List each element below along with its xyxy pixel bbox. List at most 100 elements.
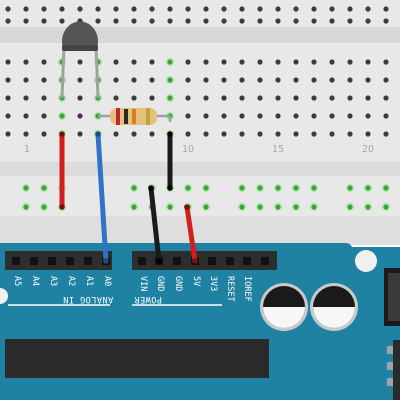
breadboard-hole	[329, 131, 335, 137]
breadboard-hole	[23, 6, 29, 12]
pin-label-a3-group: A3	[48, 276, 58, 286]
breadboard-hole	[41, 59, 47, 65]
breadboard-hole	[311, 113, 317, 119]
breadboard-hole	[113, 131, 119, 137]
pin-label-vin: VIN	[138, 276, 148, 291]
pin-label-3v3: 3V3	[208, 276, 218, 291]
breadboard-hole-connected	[183, 183, 193, 193]
breadboard-hole-connected	[381, 183, 391, 193]
breadboard-hole	[239, 77, 245, 83]
breadboard-hole	[275, 113, 281, 119]
breadboard-hole	[347, 113, 353, 119]
breadboard-hole	[185, 131, 191, 137]
breadboard-hole	[275, 6, 281, 12]
breadboard-hole	[275, 59, 281, 65]
column-number-20: 20	[362, 144, 374, 155]
breadboard-hole	[383, 131, 389, 137]
header-socket	[138, 257, 146, 265]
pin-label-a2-group: A2	[66, 276, 76, 286]
pin-label-gnd-2: GND	[173, 276, 183, 291]
bottom-rail-area	[0, 216, 400, 245]
breadboard-hole-connected	[165, 93, 175, 103]
breadboard-hole	[275, 131, 281, 137]
column-numbers: 1 10 15 20	[24, 144, 374, 155]
breadboard-hole	[41, 131, 47, 137]
breadboard-hole	[5, 59, 11, 65]
breadboard-hole	[95, 6, 101, 12]
pin-label-a4: A4	[30, 276, 40, 286]
breadboard-hole	[275, 18, 281, 24]
resistor-band	[146, 108, 150, 125]
breadboard-hole	[329, 77, 335, 83]
breadboard-hole	[293, 113, 299, 119]
pin-label-a5: A5	[12, 276, 22, 286]
breadboard-hole	[257, 77, 263, 83]
breadboard-hole	[5, 95, 11, 101]
breadboard-hole	[131, 95, 137, 101]
breadboard-hole	[59, 6, 65, 12]
breadboard-hole-connected	[273, 183, 283, 193]
breadboard-hole-connected	[381, 202, 391, 212]
breadboard-hole	[131, 18, 137, 24]
header-socket	[84, 257, 92, 265]
resistor-icon	[98, 108, 172, 125]
breadboard-hole	[185, 6, 191, 12]
breadboard-hole	[383, 18, 389, 24]
breadboard-hole	[383, 6, 389, 12]
breadboard-hole	[221, 18, 227, 24]
thermistor-leg-left	[60, 45, 66, 99]
breadboard-hole	[365, 113, 371, 119]
breadboard-hole	[113, 77, 119, 83]
header-socket	[243, 257, 251, 265]
breadboard-hole	[257, 18, 263, 24]
breadboard-hole	[185, 59, 191, 65]
breadboard-hole	[347, 95, 353, 101]
analog-header	[5, 251, 112, 270]
breadboard-hole-connected	[255, 202, 265, 212]
breadboard-hole	[383, 59, 389, 65]
pin-label-a0: A0	[102, 276, 112, 286]
pin-label-a2: A2	[66, 276, 76, 286]
breadboard-hole	[149, 18, 155, 24]
breadboard-hole	[275, 95, 281, 101]
breadboard-hole	[131, 131, 137, 137]
blue-wire-a0	[95, 131, 109, 264]
breadboard-hole	[293, 59, 299, 65]
breadboard-hole	[149, 6, 155, 12]
usb-connector-inner	[388, 273, 400, 321]
breadboard-hole	[365, 6, 371, 12]
breadboard-hole	[257, 113, 263, 119]
breadboard-hole-connected	[21, 183, 31, 193]
breadboard-hole	[131, 6, 137, 12]
breadboard-hole	[167, 6, 173, 12]
wire-end	[156, 258, 162, 264]
breadboard-hole	[185, 77, 191, 83]
breadboard-hole	[203, 95, 209, 101]
breadboard-hole	[329, 113, 335, 119]
breadboard-hole-connected	[57, 111, 67, 121]
breadboard-hole	[185, 113, 191, 119]
breadboard-hole-connected	[201, 202, 211, 212]
breadboard-hole	[131, 59, 137, 65]
breadboard-hole	[239, 6, 245, 12]
breadboard-hole-connected	[291, 183, 301, 193]
pin-label-reset: RESET	[225, 276, 235, 302]
wire-end	[167, 131, 173, 137]
breadboard-hole	[239, 18, 245, 24]
pin-label-a4-group: A4	[30, 276, 40, 286]
mounting-hole-left	[0, 288, 8, 304]
breadboard-hole	[365, 77, 371, 83]
analog-section-label-group: ANALOG IN	[63, 294, 114, 304]
arduino-board: A5 A4 A3 A2 A1 A0 VIN GND GND 5V 3V3 RES…	[0, 243, 400, 400]
breadboard-hole	[311, 18, 317, 24]
breadboard-hole-connected	[273, 202, 283, 212]
breadboard-hole-connected	[237, 202, 247, 212]
breadboard-hole	[41, 18, 47, 24]
breadboard-hole	[365, 95, 371, 101]
header-socket	[261, 257, 269, 265]
wire-end	[184, 204, 190, 210]
breadboard-hole	[347, 59, 353, 65]
header-socket	[12, 257, 20, 265]
header-socket	[173, 257, 181, 265]
